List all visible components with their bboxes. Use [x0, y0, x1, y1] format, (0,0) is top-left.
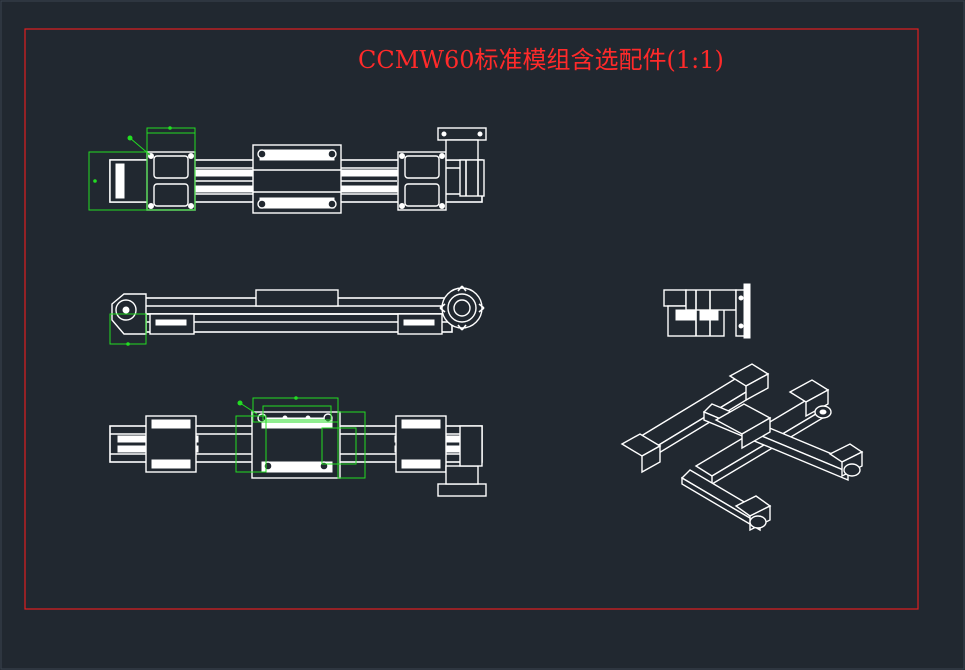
top-view[interactable] [88, 126, 487, 214]
drawing-frame [24, 28, 919, 610]
bottom-view[interactable] [109, 396, 487, 497]
end-view[interactable] [663, 283, 751, 339]
drawing-title: CCMW60标准模组含选配件(1:1) [358, 46, 724, 74]
isometric-view[interactable] [620, 363, 864, 532]
side-view[interactable] [109, 285, 485, 346]
